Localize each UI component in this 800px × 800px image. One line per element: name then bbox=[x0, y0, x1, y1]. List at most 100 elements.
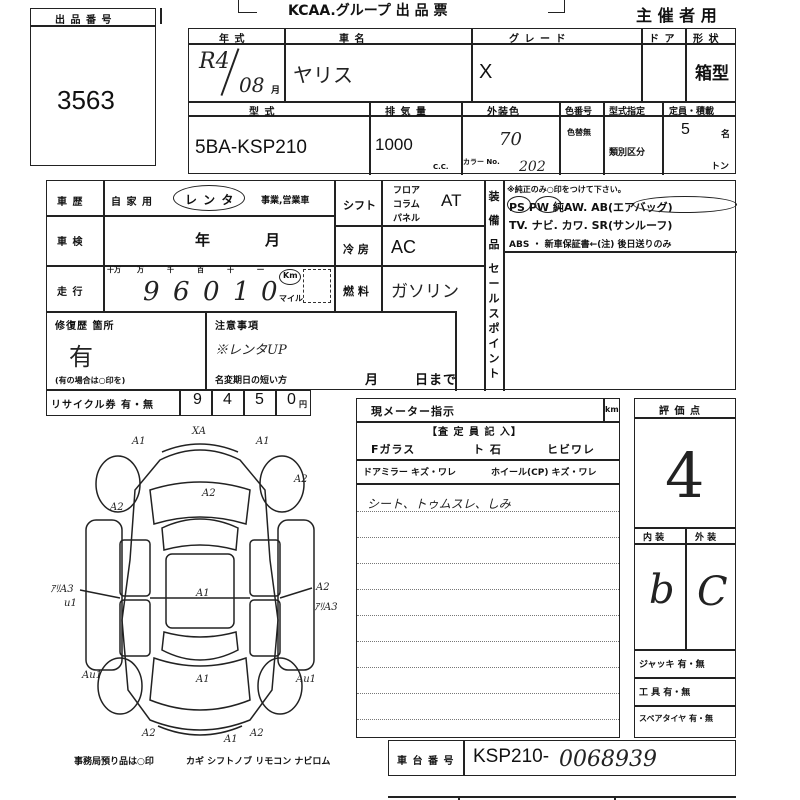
damage-mark: Au1 bbox=[81, 670, 102, 681]
equipment-label: 装 備 品 bbox=[488, 190, 500, 251]
damage-mark: A2 bbox=[293, 474, 308, 485]
front-bumper bbox=[161, 443, 239, 453]
ton-unit: トン bbox=[711, 162, 730, 172]
meter-unit: km bbox=[605, 405, 619, 414]
tools-label: 工 具 有・無 bbox=[639, 688, 691, 698]
capacity-unit: 名 bbox=[721, 130, 731, 140]
damage-mark: A2 bbox=[201, 488, 216, 499]
recycle-label: リサイクル券 有・無 bbox=[51, 400, 154, 411]
name-change-month: 月 bbox=[365, 373, 380, 388]
door-label: ド ア bbox=[649, 34, 676, 45]
exterior-color-value: 70 bbox=[499, 129, 522, 150]
notes-entry: ※レンタUP bbox=[215, 343, 287, 358]
name-change-label: 名変期日の短い方 bbox=[215, 376, 288, 386]
office-items-label: 事務局預り品は○印 bbox=[74, 757, 154, 767]
shift-floor: フロア bbox=[393, 186, 421, 196]
header-corner-mark-right bbox=[548, 0, 565, 13]
chassis-box: 車 台 番 号 KSP210- 0068939 bbox=[388, 740, 736, 776]
spare-tire-label: スペアタイヤ 有・無 bbox=[639, 714, 713, 723]
car-damage-diagram: A1 XA A1 A2 A2 A1 A2 ｱﾘA3 u1 A2 ｱﾘA3 Au1… bbox=[50, 426, 338, 745]
color-change: 色替無 bbox=[567, 128, 591, 137]
history-label: 車 歴 bbox=[57, 197, 84, 208]
repair-label: 修復歴 箇所 bbox=[55, 321, 115, 332]
rear-window bbox=[161, 631, 239, 661]
history-rental: レ ン タ bbox=[185, 193, 235, 207]
form-title: KCAA.グループ 出 品 票 bbox=[288, 3, 448, 19]
fuel-label: 燃 料 bbox=[343, 285, 369, 298]
lot-box: 出 品 番 号 3563 bbox=[30, 8, 156, 166]
inspection-label: 車 検 bbox=[57, 237, 84, 248]
rating-box: 評 価 点 4 内 装 外 装 b C ジャッキ 有・無 工 具 有・無 スペア… bbox=[634, 398, 736, 738]
fuel-value: ガソリン bbox=[391, 282, 459, 302]
interior-label: 内 装 bbox=[643, 533, 665, 543]
right-rear-door bbox=[249, 599, 281, 657]
chassis-number: 0068939 bbox=[559, 747, 657, 772]
damage-mark: A1 bbox=[195, 674, 210, 685]
history-table: 車 歴 自 家 用 レ ン タ 事業,営業車 車 検 年 月 走 行 十万 万 … bbox=[46, 180, 737, 391]
jack-label: ジャッキ 有・無 bbox=[639, 660, 705, 670]
rental-circle bbox=[173, 185, 245, 211]
recycle-digit: 4 bbox=[223, 391, 232, 408]
crack: ヒビワレ bbox=[547, 443, 595, 456]
damage-mark: A2 bbox=[249, 728, 264, 739]
mileage-digit: 1 bbox=[233, 277, 250, 307]
km-unit: Km bbox=[283, 271, 298, 280]
damage-mark: A1 bbox=[131, 436, 146, 447]
shape-label: 形 状 bbox=[693, 34, 720, 45]
rear-left-wheel bbox=[97, 657, 143, 715]
hood bbox=[149, 481, 251, 525]
grade-value: X bbox=[479, 61, 493, 83]
shift-label: シフト bbox=[343, 199, 376, 212]
recycle-digit: 5 bbox=[255, 391, 264, 408]
history-business: 事業,営業車 bbox=[261, 196, 310, 206]
sales-point-label: セールスポイント bbox=[488, 262, 500, 380]
shift-value: AT bbox=[441, 191, 462, 210]
cc-unit: C.C. bbox=[433, 163, 449, 171]
type-designation-label: 型式指定 bbox=[609, 107, 646, 117]
year-label: 年 式 bbox=[219, 34, 246, 45]
notes-label: 注意事項 bbox=[215, 321, 259, 332]
color-code-value: 202 bbox=[519, 159, 546, 175]
shape-value: 箱型 bbox=[695, 64, 729, 83]
era-value: R4 bbox=[199, 49, 230, 74]
lot-number: 3563 bbox=[57, 85, 115, 115]
recycle-digit: 0 bbox=[287, 391, 296, 408]
vehicle-name: ヤリス bbox=[293, 63, 353, 87]
km-circle bbox=[279, 269, 301, 285]
rear-bumper bbox=[157, 725, 243, 736]
right-side-skirt bbox=[277, 519, 315, 671]
organizer-label: 主 催 者 用 bbox=[636, 6, 717, 25]
mileage-digit: 0 bbox=[203, 277, 220, 307]
category-label: 類別区分 bbox=[609, 148, 646, 158]
chassis-label: 車 台 番 号 bbox=[397, 756, 455, 767]
inspection-month: 月 bbox=[265, 231, 282, 249]
repair-value: 有 bbox=[69, 343, 93, 371]
recycle-digit: 9 bbox=[193, 391, 202, 408]
color-label: 外装色 bbox=[487, 107, 520, 118]
recycle-unit: 円 bbox=[299, 400, 307, 409]
mileage-digit-cells: 十万 万 千 百 十 一 9 6 0 1 0 bbox=[107, 266, 278, 307]
front-left-wheel bbox=[95, 455, 141, 513]
rating-value: 4 bbox=[665, 439, 705, 512]
damage-mark: ｱﾘA3 bbox=[50, 584, 74, 595]
damage-mark: A1 bbox=[195, 588, 210, 599]
damage-mark: Au1 bbox=[295, 674, 316, 685]
grade-label: グ レ ー ド bbox=[509, 34, 567, 45]
equipment-line-2: TV. ナビ. カワ. SR(サンルーフ) bbox=[509, 219, 673, 232]
left-side-skirt bbox=[85, 519, 123, 671]
inspector-remark: シート、トゥムスレ、しみ bbox=[367, 497, 511, 511]
damage-mark: A1 bbox=[255, 436, 270, 447]
history-private: 自 家 用 bbox=[111, 197, 153, 208]
recycle-box: リサイクル券 有・無 9 4 5 0 円 bbox=[46, 390, 311, 416]
equipment-line-3: ABS ・ 新車保証書←(注) 後日送りのみ bbox=[509, 240, 672, 250]
stone-chip: ト 石 bbox=[473, 443, 502, 456]
car-body-outline bbox=[121, 449, 279, 731]
right-front-door bbox=[249, 539, 281, 597]
exterior-score: C bbox=[697, 569, 728, 615]
ac-label: 冷 房 bbox=[343, 243, 369, 256]
inspector-box: 現メーター指示 km 【査 定 員 記 入】 Fガラス ト 石 ヒビワレ ドアミ… bbox=[356, 398, 620, 738]
lot-label: 出 品 番 号 bbox=[55, 15, 113, 26]
office-items: カギ シフトノブ リモコン ナビロム bbox=[186, 757, 331, 767]
mileage-label: 走 行 bbox=[57, 287, 84, 298]
rating-label: 評 価 点 bbox=[659, 406, 701, 417]
